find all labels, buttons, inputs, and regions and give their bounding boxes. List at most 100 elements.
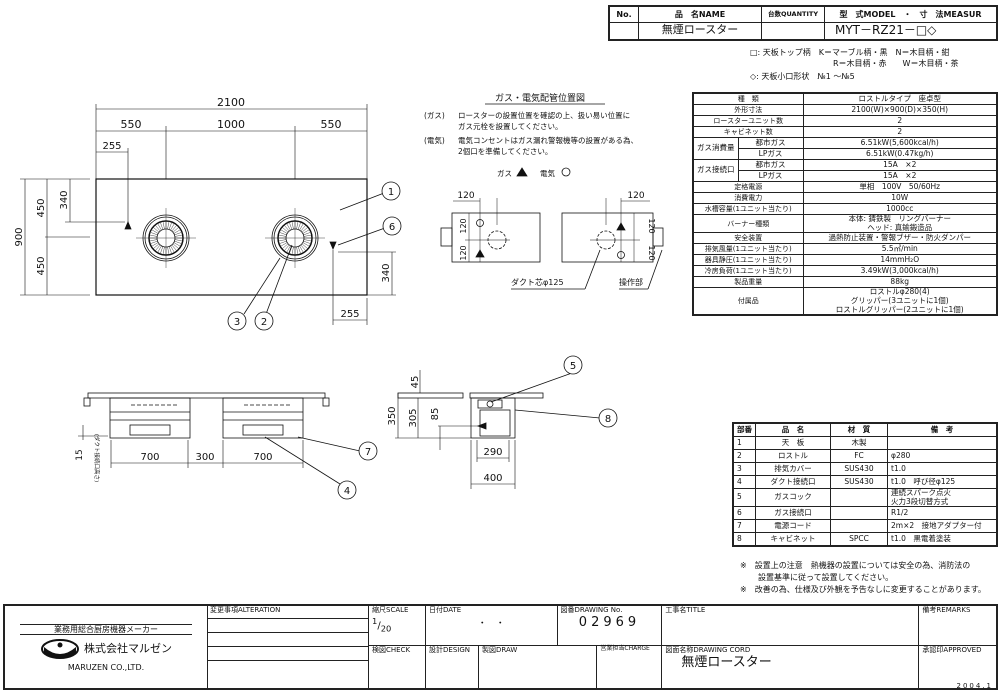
dim-340-left: 340 — [59, 190, 70, 209]
dim-400: 400 — [483, 473, 502, 484]
draw-cell: 製図DRAW — [477, 644, 598, 690]
date-cell: 日付DATE・ ・ — [425, 604, 558, 646]
control-section-label: 操作部 — [619, 277, 643, 287]
dim-550-left: 550 — [121, 118, 142, 131]
dim-85: 85 — [430, 408, 441, 421]
dim-120-left: 120 — [457, 191, 474, 201]
note-change: 改善の為、仕様及び外観を予告なしに変更することがあります。 — [754, 585, 986, 594]
svg-text:2: 2 — [261, 317, 267, 328]
model-number: MYT－RZ21－□◇ — [824, 21, 998, 41]
design-cell: 設計DESIGN — [425, 644, 479, 690]
callout-7: 7 — [358, 441, 378, 461]
svg-text:120: 120 — [647, 218, 656, 233]
svg-text:3: 3 — [234, 317, 240, 328]
spec-value: ロストルφ280(4)グリッパー(3ユニットに1個)ロストルグリッパー(2ユニッ… — [802, 287, 998, 316]
option-edge-shape: ◇: 天板小口形状 №1 ～№5 — [750, 72, 855, 81]
dim-1000: 1000 — [217, 118, 245, 131]
svg-text:(ガス): (ガス) — [424, 110, 445, 120]
title-block: 業務用総合厨房機器メーカー 株式会社マルゼン MARUZEN CO.,LTD. … — [3, 604, 998, 690]
piping-diagram: ガス・電気配管位置図 (ガス) ロースターの設置位置を確認の上、扱い易い位置に … — [424, 92, 664, 290]
dim-700-left: 700 — [140, 452, 159, 463]
maker-tagline: 業務用総合厨房機器メーカー — [20, 623, 192, 635]
note-installation-2: 設置基準に従って設置してください。 — [758, 573, 894, 582]
parts-cell — [830, 487, 888, 508]
title-cell: 工事名TITLE — [661, 604, 920, 646]
burner-ring — [136, 208, 196, 268]
dim-255-top: 255 — [102, 141, 121, 152]
alteration-block: 変更事項ALTERATION — [207, 604, 369, 690]
option-top-pattern-2: R＝木目柄・赤 W＝木目柄・茶 — [833, 59, 959, 68]
company-name-en: MARUZEN CO.,LTD. — [67, 663, 145, 672]
parts-cell: 天 板 — [755, 436, 831, 450]
spec-row: 定格電源単相 100V 50/60Hz — [692, 181, 998, 193]
side-view: 350 305 45 85 290 400 — [387, 370, 601, 489]
drawing-name: 無煙ロースター — [681, 654, 772, 670]
revision-date: 2004.1 — [956, 682, 993, 690]
electric-instruction: 電気コンセントはガス漏れ警報機等の設置がある為、 — [458, 135, 638, 145]
gas-legend-icon — [516, 167, 528, 177]
svg-text:120: 120 — [647, 245, 656, 260]
duct-center-label: ダクト芯φ125 — [511, 277, 564, 287]
callout-5: 5 — [563, 355, 583, 375]
dim-290: 290 — [483, 447, 502, 458]
dim-15: 15 — [75, 449, 85, 460]
callout-8: 8 — [598, 408, 618, 428]
svg-text:7: 7 — [365, 447, 371, 458]
callout-6: 6 — [382, 216, 402, 236]
dim-900: 900 — [14, 227, 25, 246]
approved-cell: 承認印APPROVED — [918, 644, 998, 690]
svg-text:ガス元栓を設置してください。: ガス元栓を設置してください。 — [458, 121, 563, 131]
svg-text:1: 1 — [388, 187, 394, 198]
svg-text:120: 120 — [459, 245, 468, 260]
spec-label: バーナー種類 — [692, 213, 804, 234]
spec-row: 付属品ロストルφ280(4)グリッパー(3ユニットに1個)ロストルグリッパー(2… — [692, 287, 998, 316]
svg-text:電気: 電気 — [540, 168, 555, 178]
spec-value: 本体: 鋳鉄製 リングバーナーヘッド: 真鍮鍛造品 — [802, 213, 998, 234]
company-block: 業務用総合厨房機器メーカー 株式会社マルゼン MARUZEN CO.,LTD. — [3, 604, 208, 690]
parts-cell: 連続スパーク点火 火力3段切替方式 — [887, 487, 998, 508]
dim-450-top: 450 — [36, 198, 47, 217]
dim-340-right: 340 — [381, 263, 392, 282]
dim-45: 45 — [410, 376, 421, 389]
front-view: 700 300 700 15 (ダクト接続口高さ) — [75, 392, 361, 485]
svg-text:(電気): (電気) — [424, 135, 445, 145]
dim-120-right: 120 — [627, 191, 644, 201]
dim-700-right: 700 — [253, 452, 272, 463]
callout-3: 3 — [227, 311, 247, 331]
drawing-number: 02969 — [578, 615, 641, 631]
company-name-jp: 株式会社マルゼン — [84, 641, 172, 655]
callout-4: 4 — [337, 480, 357, 500]
dim-255-bottom: 255 — [340, 309, 359, 320]
spec-row: バーナー種類本体: 鋳鉄製 リングバーナーヘッド: 真鍮鍛造品 — [692, 213, 998, 234]
spec-row: 器具静圧(1ユニット当たり)14mmH₂O — [692, 254, 998, 267]
parts-cell — [830, 519, 888, 534]
remarks-cell: 備考REMARKS — [918, 604, 998, 646]
scale-numerator: 1 — [372, 616, 378, 627]
piping-title: ガス・電気配管位置図 — [495, 92, 585, 104]
option-top-pattern: □: 天板トップ柄 K＝マーブル柄・黒 N＝木目柄・紺 — [750, 48, 950, 57]
electric-outlet-legend-icon — [561, 167, 571, 177]
parts-cell: t1.0 黒電着塗装 — [887, 532, 998, 547]
charge-cell: 営業担当CHARGE — [596, 644, 663, 690]
drawing-no-cell: 図番DRAWING No.02969 — [556, 604, 663, 646]
callout-2: 2 — [254, 311, 274, 331]
dim-300: 300 — [195, 452, 214, 463]
dim-2100: 2100 — [217, 96, 245, 109]
dim-550-right: 550 — [321, 118, 342, 131]
svg-text:6: 6 — [389, 222, 395, 233]
parts-cell: SPCC — [830, 532, 888, 547]
